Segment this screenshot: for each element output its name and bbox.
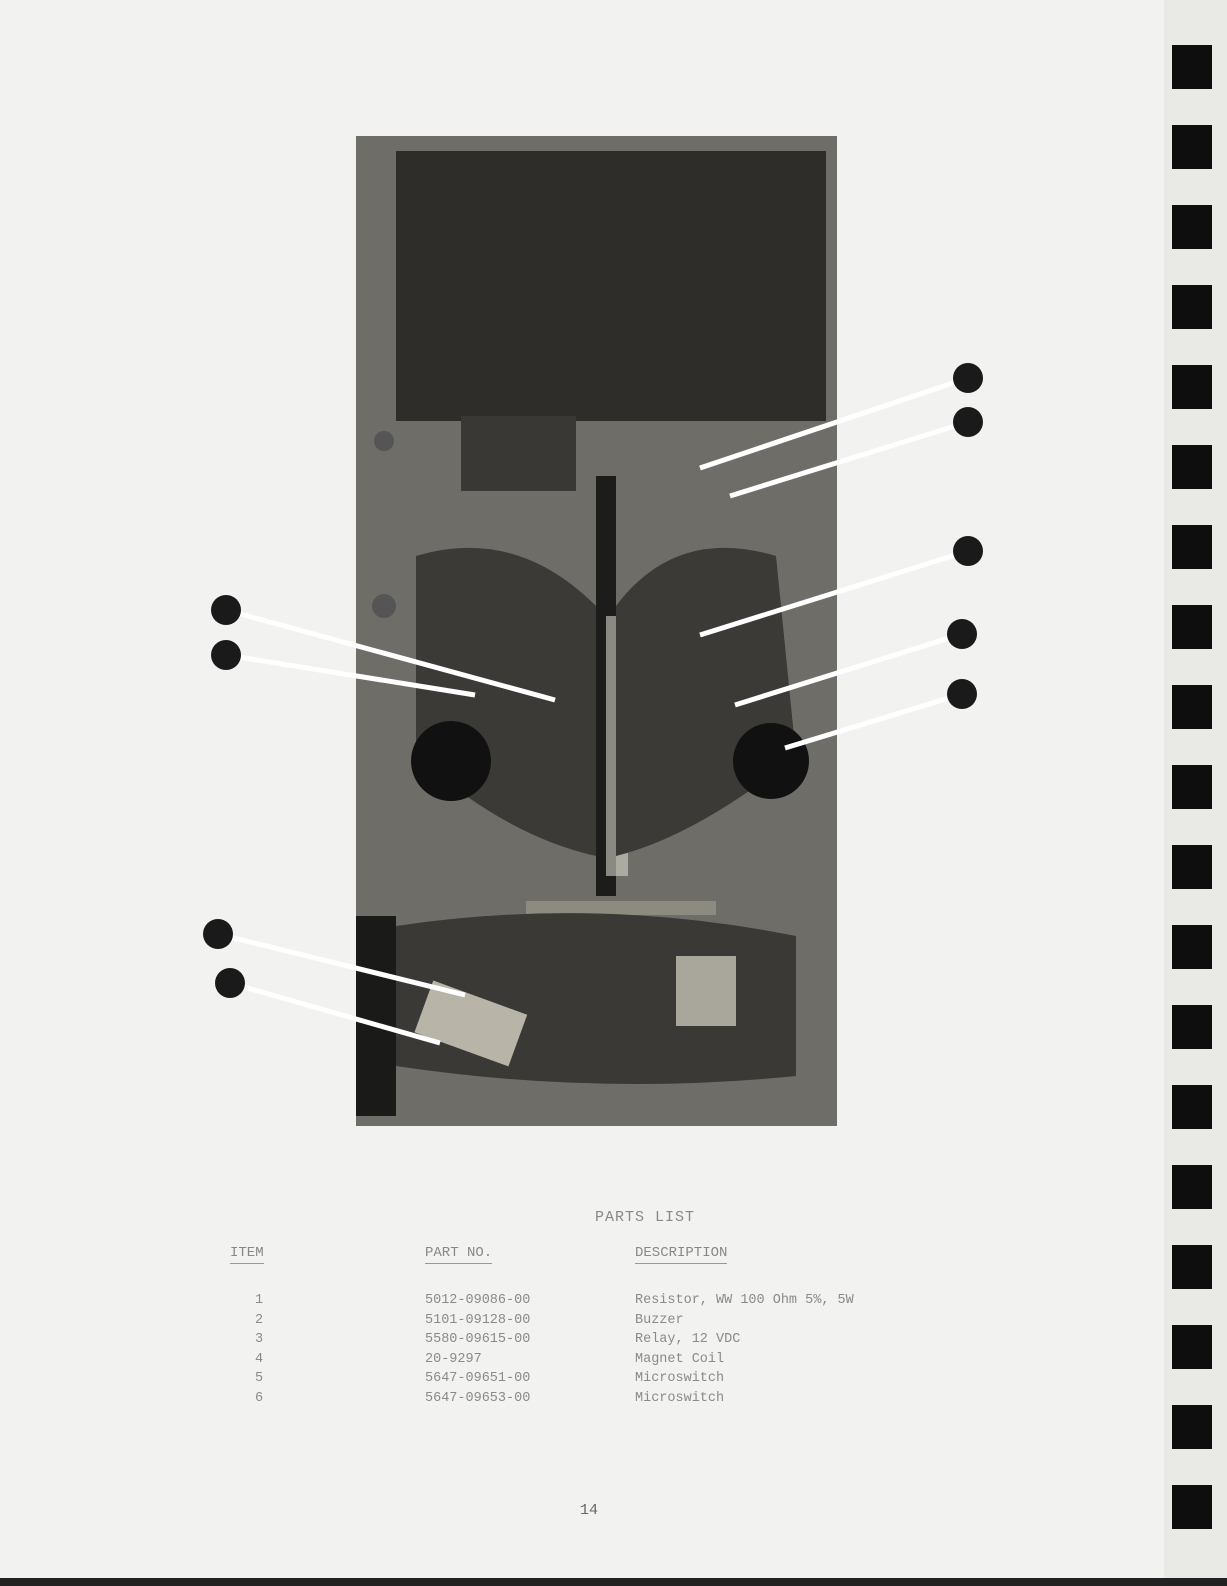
page-number: 14 bbox=[580, 1502, 599, 1519]
binder-hole bbox=[1172, 1005, 1212, 1049]
parts-row-item: 4 bbox=[255, 1351, 264, 1367]
parts-row-item: 6 bbox=[255, 1390, 264, 1406]
binder-hole bbox=[1172, 285, 1212, 329]
callout-marker bbox=[953, 363, 983, 393]
binder-hole bbox=[1172, 1085, 1212, 1129]
parts-row-part-no: 5012-09086-00 bbox=[425, 1293, 531, 1308]
callout-marker bbox=[211, 595, 241, 625]
parts-row-item: 1 bbox=[255, 1293, 264, 1308]
parts-row-part-no: 5101-09128-00 bbox=[425, 1312, 531, 1328]
binder-hole bbox=[1172, 1165, 1212, 1209]
parts-row-description: Magnet Coil bbox=[635, 1351, 725, 1367]
callout-marker bbox=[947, 619, 977, 649]
callout-marker bbox=[211, 640, 241, 670]
callout-marker bbox=[203, 919, 233, 949]
parts-row-description: Relay, 12 VDC bbox=[635, 1332, 741, 1347]
callout-marker bbox=[215, 968, 245, 998]
parts-row-item: 2 bbox=[255, 1312, 264, 1328]
callout-marker bbox=[953, 407, 983, 437]
parts-list-title: PARTS LIST bbox=[595, 1209, 696, 1226]
binder-hole bbox=[1172, 845, 1212, 889]
playfield-underside-photo bbox=[356, 136, 837, 1126]
binder-hole bbox=[1172, 125, 1212, 169]
parts-row-item: 3 bbox=[255, 1332, 264, 1347]
binder-hole bbox=[1172, 765, 1212, 809]
header-part-no: PART NO. bbox=[425, 1245, 493, 1264]
parts-row-description: Resistor, WW 100 Ohm 5%, 5W bbox=[635, 1293, 854, 1308]
parts-row-part-no: 5580-09615-00 bbox=[425, 1332, 531, 1347]
binder-hole bbox=[1172, 1325, 1212, 1369]
binder-hole bbox=[1172, 525, 1212, 569]
binder-hole bbox=[1172, 445, 1212, 489]
callout-marker bbox=[953, 536, 983, 566]
parts-row-item: 5 bbox=[255, 1371, 264, 1386]
binder-hole bbox=[1172, 925, 1212, 969]
binder-hole bbox=[1172, 1405, 1212, 1449]
binder-hole bbox=[1172, 365, 1212, 409]
binder-hole bbox=[1172, 1485, 1212, 1529]
binder-hole bbox=[1172, 45, 1212, 89]
binder-hole bbox=[1172, 205, 1212, 249]
binder-hole bbox=[1172, 685, 1212, 729]
parts-row-part-no: 20-9297 bbox=[425, 1351, 482, 1367]
header-item: ITEM bbox=[230, 1245, 264, 1264]
scan-edge bbox=[0, 1578, 1227, 1586]
binder-hole bbox=[1172, 1245, 1212, 1289]
binder-edge bbox=[1164, 0, 1227, 1586]
parts-row-description: Buzzer bbox=[635, 1312, 684, 1328]
header-description: DESCRIPTION bbox=[635, 1245, 728, 1264]
binder-hole bbox=[1172, 605, 1212, 649]
parts-row-description: Microswitch bbox=[635, 1390, 725, 1406]
parts-row-part-no: 5647-09653-00 bbox=[425, 1390, 531, 1406]
parts-row-part-no: 5647-09651-00 bbox=[425, 1371, 531, 1386]
callout-marker bbox=[947, 679, 977, 709]
parts-row-description: Microswitch bbox=[635, 1371, 725, 1386]
